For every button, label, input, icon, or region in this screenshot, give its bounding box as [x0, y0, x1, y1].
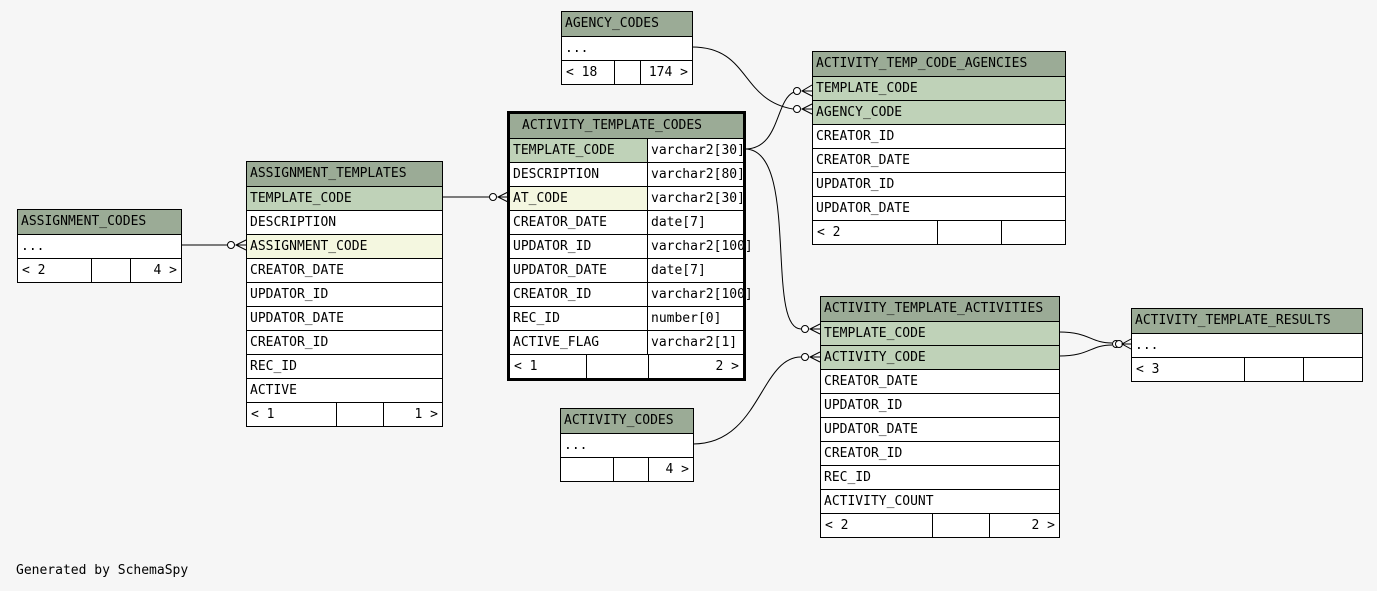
- column-description: DESCRIPTION: [250, 215, 337, 230]
- footer-middle: [614, 61, 640, 84]
- footer-middle: [932, 514, 989, 537]
- column-updator-date: UPDATOR_DATE: [513, 263, 607, 278]
- generated-by-note: Generated by SchemaSpy: [16, 563, 189, 578]
- column-type: varchar2[80]: [647, 163, 745, 186]
- footer-middle: [91, 259, 130, 282]
- ellipsis-row: ...: [21, 239, 45, 254]
- edge-atc-to-agencies: [744, 91, 795, 150]
- ellipsis-row: ...: [1135, 338, 1159, 353]
- footer-middle: [336, 403, 383, 426]
- column-updator-id: UPDATOR_ID: [816, 177, 895, 192]
- column-rec-id: REC_ID: [824, 470, 871, 485]
- table-title: ACTIVITY_TEMPLATE_CODES: [522, 118, 703, 133]
- ellipsis-row: ...: [565, 41, 589, 56]
- table-title: ACTIVITY_TEMPLATE_RESULTS: [1135, 313, 1331, 328]
- column-creator-id: CREATOR_ID: [824, 446, 903, 461]
- column-template-code: TEMPLATE_CODE: [510, 139, 647, 162]
- column-rec-id: REC_ID: [250, 359, 297, 374]
- column-assignment-code: ASSIGNMENT_CODE: [250, 239, 368, 254]
- column-updator-date: UPDATOR_DATE: [250, 311, 344, 326]
- parents-count: < 1: [514, 359, 538, 374]
- parents-count: < 2: [22, 263, 46, 278]
- column-creator-id: CREATOR_ID: [513, 287, 592, 302]
- column-rec-id: REC_ID: [513, 311, 560, 326]
- column-type: varchar2[30]: [647, 187, 745, 210]
- footer-middle: [586, 355, 648, 378]
- table-title: ACTIVITY_TEMP_CODE_AGENCIES: [816, 56, 1028, 71]
- column-creator-date: CREATOR_DATE: [250, 263, 344, 278]
- column-template-code: TEMPLATE_CODE: [816, 81, 918, 96]
- column-updator-date: UPDATOR_DATE: [824, 422, 918, 437]
- column-creator-id: CREATOR_ID: [250, 335, 329, 350]
- column-at-code: AT_CODE: [510, 187, 647, 210]
- column-type: varchar2[100]: [647, 283, 753, 306]
- column-activity-code: ACTIVITY_CODE: [824, 350, 926, 365]
- footer-middle: [937, 221, 1001, 244]
- column-type: number[0]: [647, 307, 743, 330]
- children-count: 2 >: [989, 514, 1059, 537]
- column-active: ACTIVE: [250, 383, 297, 398]
- column-updator-id: UPDATOR_ID: [250, 287, 329, 302]
- children-count: [1001, 221, 1065, 244]
- column-template-code: TEMPLATE_CODE: [824, 326, 926, 341]
- table-activity-template-codes[interactable]: ACTIVITY_TEMPLATE_CODES TEMPLATE_CODE va…: [507, 111, 753, 381]
- edge-activities-to-results: [1058, 331, 1113, 344]
- table-title: AGENCY_CODES: [565, 16, 659, 31]
- children-count: 1 >: [383, 403, 442, 426]
- column-description: DESCRIPTION: [513, 167, 600, 182]
- table-activity-template-results[interactable]: ACTIVITY_TEMPLATE_RESULTS ... < 3: [1131, 308, 1363, 382]
- parents-count: [561, 458, 613, 481]
- column-creator-date: CREATOR_DATE: [513, 215, 607, 230]
- children-count: 4 >: [130, 259, 181, 282]
- table-title: ACTIVITY_TEMPLATE_ACTIVITIES: [824, 301, 1044, 316]
- column-updator-id: UPDATOR_ID: [513, 239, 592, 254]
- column-creator-date: CREATOR_DATE: [824, 374, 918, 389]
- column-template-code: TEMPLATE_CODE: [250, 191, 352, 206]
- column-type: date[7]: [647, 211, 743, 234]
- column-creator-id: CREATOR_ID: [816, 129, 895, 144]
- column-type: date[7]: [647, 259, 743, 282]
- table-assignment-codes[interactable]: ASSIGNMENT_CODES ... < 2 4 >: [17, 209, 182, 283]
- table-activity-template-activities[interactable]: ACTIVITY_TEMPLATE_ACTIVITIES TEMPLATE_CO…: [820, 296, 1060, 538]
- column-agency-code: AGENCY_CODE: [816, 105, 903, 120]
- column-type: varchar2[30]: [647, 139, 745, 162]
- table-assignment-templates[interactable]: ASSIGNMENT_TEMPLATES TEMPLATE_CODE DESCR…: [246, 161, 443, 427]
- footer-middle: [613, 458, 648, 481]
- footer-middle: [1244, 358, 1303, 381]
- ellipsis-row: ...: [564, 438, 588, 453]
- table-activity-temp-code-agencies[interactable]: ACTIVITY_TEMP_CODE_AGENCIES TEMPLATE_COD…: [812, 51, 1066, 245]
- table-title: ASSIGNMENT_CODES: [21, 214, 147, 229]
- table-title: ASSIGNMENT_TEMPLATES: [250, 166, 407, 181]
- edge-atc-to-activities: [744, 148, 802, 330]
- edge-activity-codes: [692, 356, 802, 445]
- column-creator-date: CREATOR_DATE: [816, 153, 910, 168]
- parents-count: < 3: [1136, 362, 1160, 377]
- parents-count: < 2: [825, 518, 849, 533]
- children-count: 4 >: [648, 458, 693, 481]
- edge-agency-codes: [691, 46, 794, 110]
- column-activity-count: ACTIVITY_COUNT: [824, 494, 934, 509]
- column-updator-id: UPDATOR_ID: [824, 398, 903, 413]
- table-agency-codes[interactable]: AGENCY_CODES ... < 18 174 >: [561, 11, 693, 85]
- children-count: 2 >: [648, 355, 743, 378]
- children-count: [1303, 358, 1362, 381]
- children-count: 174 >: [640, 61, 692, 84]
- column-type: varchar2[1]: [647, 331, 743, 354]
- column-type: varchar2[100]: [647, 235, 753, 258]
- parents-count: < 1: [251, 407, 275, 422]
- table-title: ACTIVITY_CODES: [564, 413, 674, 428]
- column-active-flag: ACTIVE_FLAG: [513, 335, 600, 350]
- parents-count: < 2: [817, 225, 841, 240]
- table-activity-codes[interactable]: ACTIVITY_CODES ... 4 >: [560, 408, 694, 482]
- column-updator-date: UPDATOR_DATE: [816, 201, 910, 216]
- parents-count: < 18: [566, 65, 598, 80]
